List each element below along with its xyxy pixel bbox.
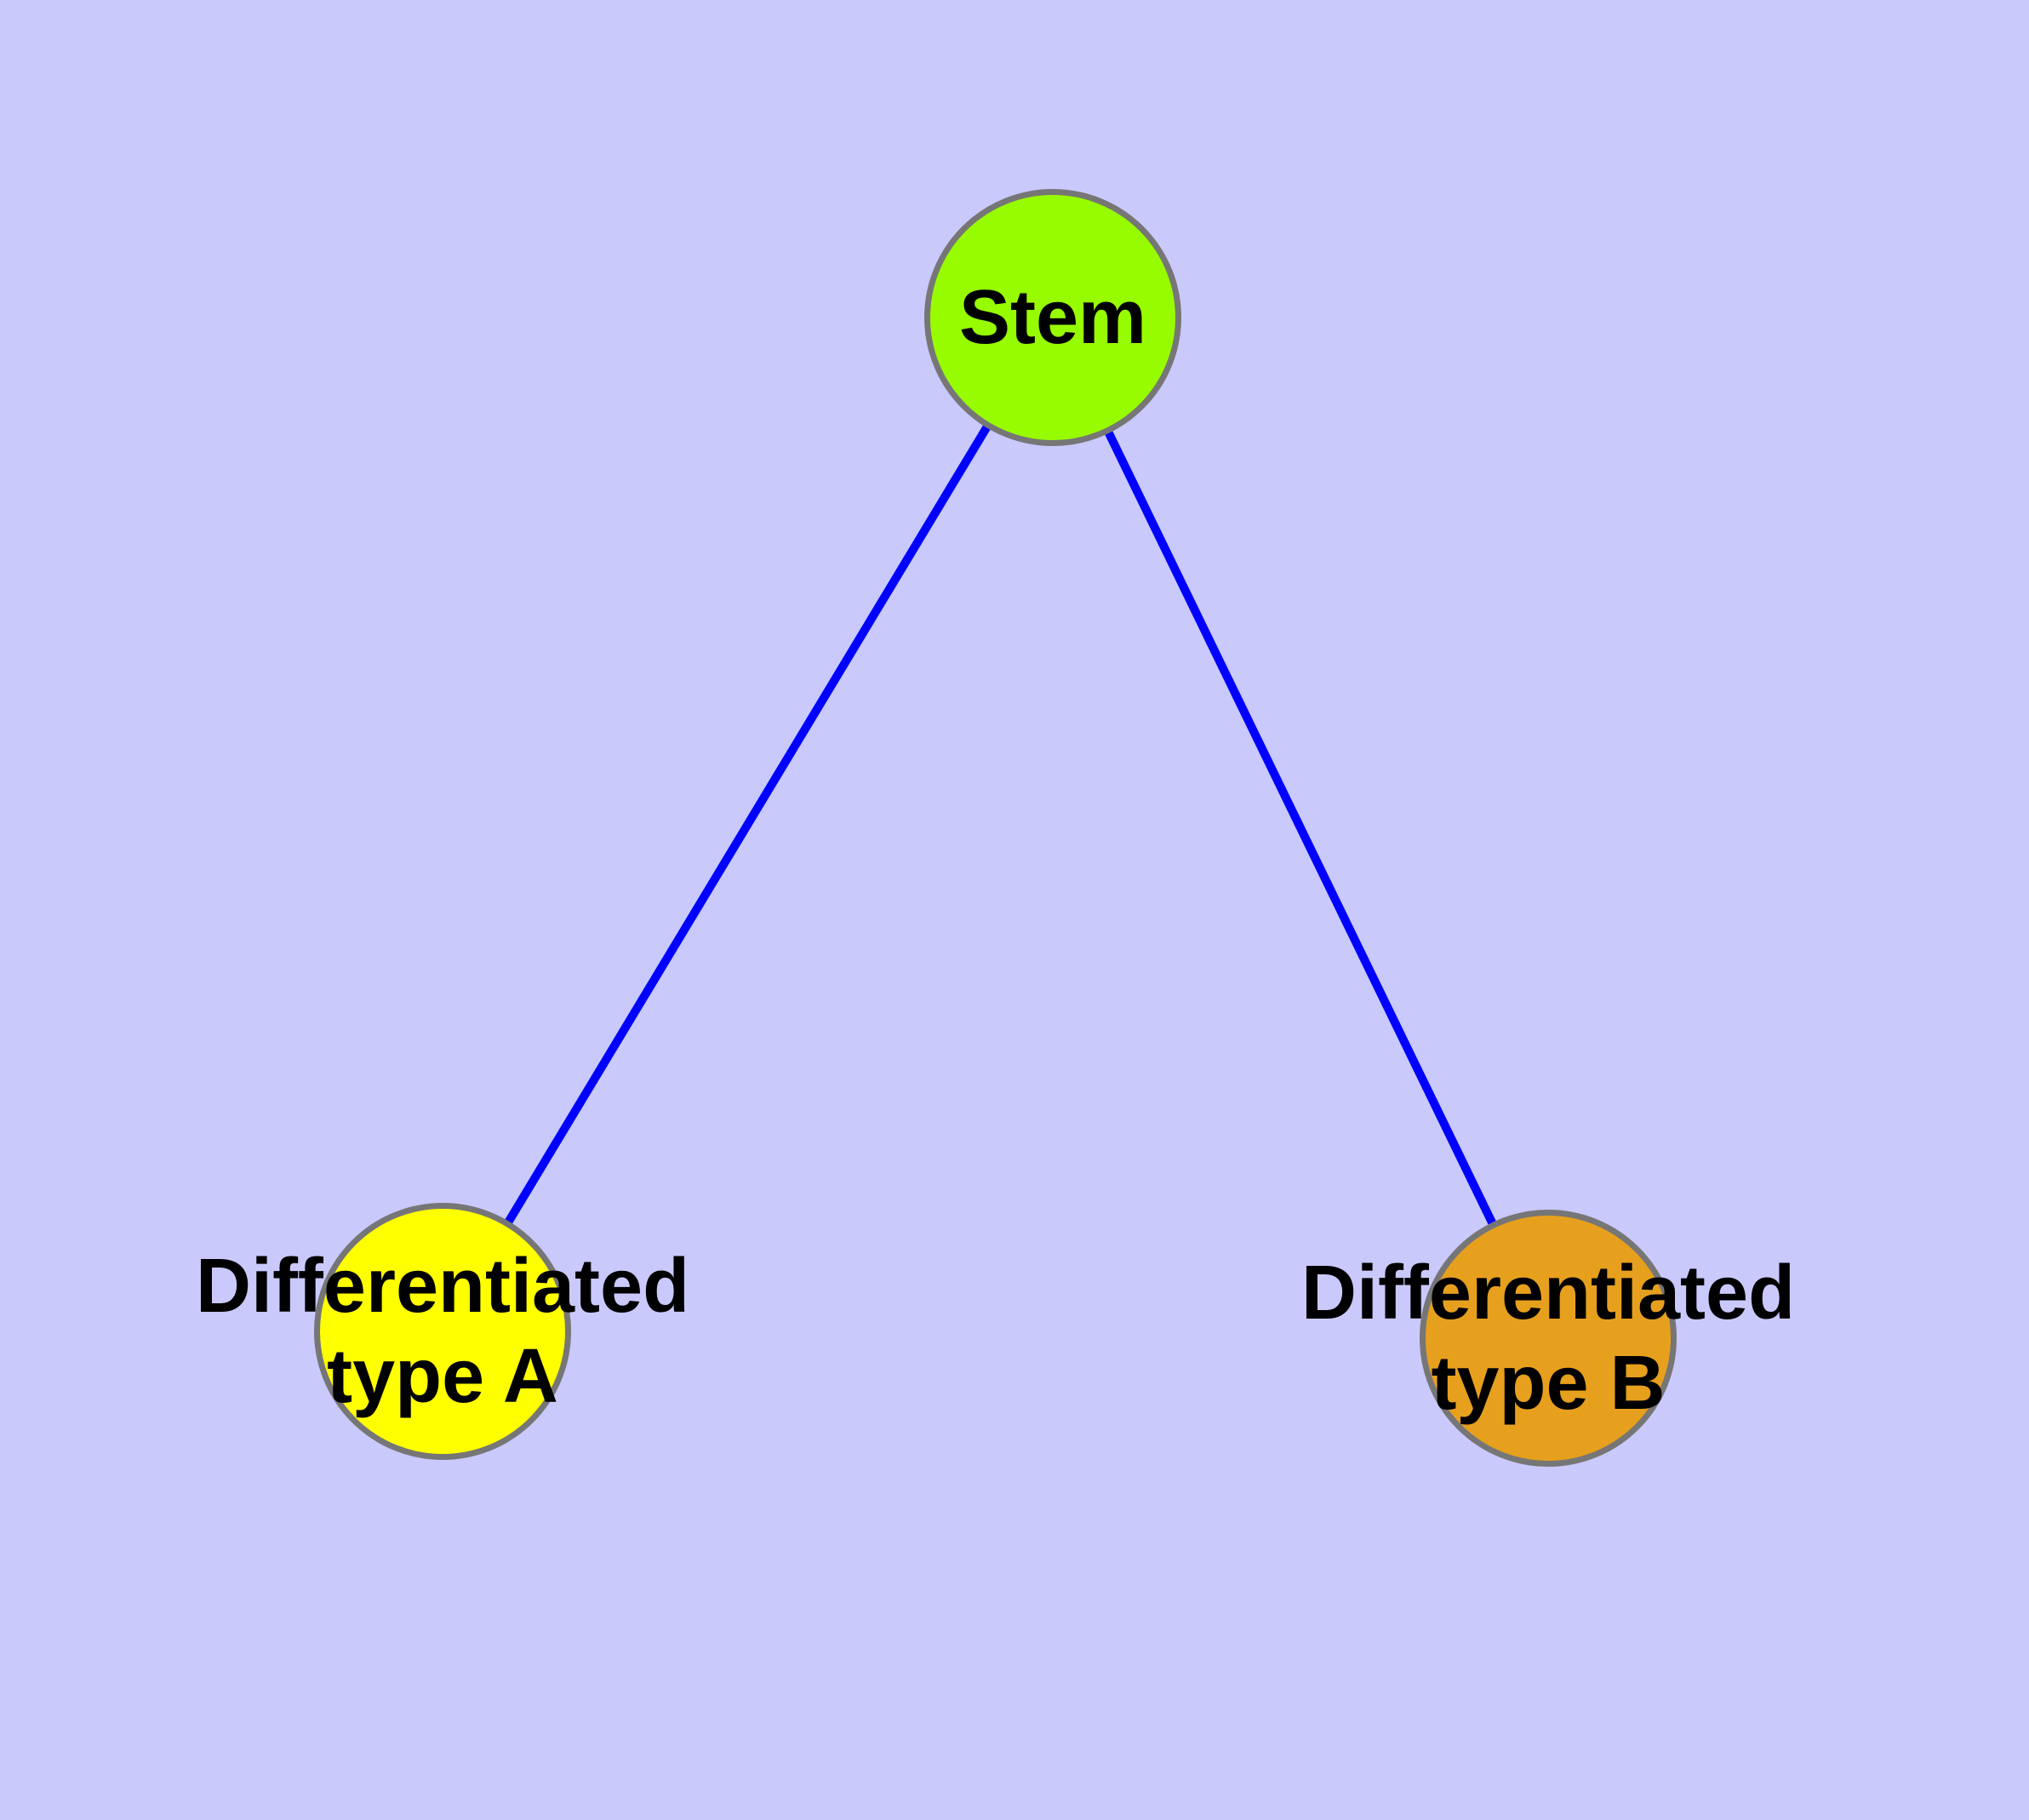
edge-stem-to-type-a bbox=[438, 315, 1057, 1334]
label-line: Differentiated bbox=[1300, 1251, 1796, 1336]
label-line: Differentiated bbox=[195, 1244, 690, 1329]
node-stem-label: Stem bbox=[959, 272, 1146, 363]
edge-stem-to-type-b bbox=[1049, 315, 1552, 1341]
node-differentiated-type-b[interactable] bbox=[1420, 1210, 1677, 1467]
node-differentiated-type-a-label: Differentiated type A bbox=[196, 1241, 689, 1422]
label-line: type A bbox=[327, 1334, 558, 1419]
node-differentiated-type-a[interactable] bbox=[314, 1203, 571, 1460]
node-stem[interactable] bbox=[924, 189, 1181, 446]
label-line: Stem bbox=[958, 275, 1147, 360]
node-differentiated-type-b-label: Differentiated type B bbox=[1301, 1248, 1795, 1428]
label-line: type B bbox=[1431, 1341, 1666, 1426]
